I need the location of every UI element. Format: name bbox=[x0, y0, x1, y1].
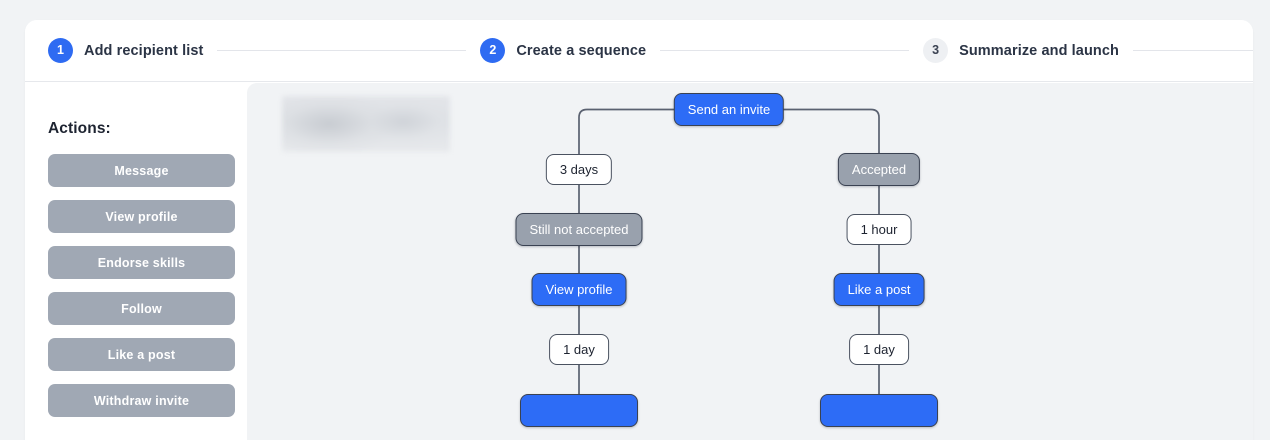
stepper-step-add-recipient-list[interactable]: 1 Add recipient list bbox=[48, 38, 203, 63]
stepper-connector-1 bbox=[217, 50, 467, 51]
edge-root-to-right-branch bbox=[780, 108, 880, 154]
flow-node-condition-accepted[interactable]: Accepted bbox=[837, 153, 921, 186]
flow-node-left-next-clipped[interactable] bbox=[520, 394, 638, 427]
action-button-follow[interactable]: Follow bbox=[48, 292, 235, 325]
step-label-1: Add recipient list bbox=[84, 42, 204, 59]
step-badge-2: 2 bbox=[480, 38, 506, 63]
flow-node-view-profile[interactable]: View profile bbox=[531, 273, 627, 306]
action-button-endorse-skills[interactable]: Endorse skills bbox=[48, 246, 235, 279]
flow-node-delay-1-hour[interactable]: 1 hour bbox=[846, 214, 912, 245]
sequence-canvas[interactable]: Send an invite 3 days Still not accepted… bbox=[247, 83, 1253, 440]
stepper-connector-2 bbox=[660, 50, 910, 51]
flow-node-condition-still-not-accepted[interactable]: Still not accepted bbox=[515, 213, 643, 246]
flow-node-delay-1-day-left[interactable]: 1 day bbox=[549, 334, 609, 365]
flow-node-like-a-post[interactable]: Like a post bbox=[833, 273, 925, 306]
flow-node-send-an-invite[interactable]: Send an invite bbox=[673, 93, 785, 126]
action-button-like-a-post[interactable]: Like a post bbox=[48, 338, 235, 371]
sequence-flow-graph: Send an invite 3 days Still not accepted… bbox=[247, 83, 1253, 440]
action-button-withdraw-invite[interactable]: Withdraw invite bbox=[48, 384, 235, 417]
flow-node-delay-1-day-right[interactable]: 1 day bbox=[849, 334, 909, 365]
flow-node-delay-3-days[interactable]: 3 days bbox=[545, 154, 613, 185]
step-label-3: Summarize and launch bbox=[959, 42, 1120, 59]
blurred-placeholder-block bbox=[282, 96, 450, 152]
stepper-step-summarize-and-launch[interactable]: 3 Summarize and launch bbox=[923, 38, 1119, 63]
step-label-2: Create a sequence bbox=[516, 42, 647, 59]
workflow-body: Actions: Message View profile Endorse sk… bbox=[25, 83, 1253, 440]
actions-title: Actions: bbox=[48, 120, 111, 137]
stepper-step-create-a-sequence[interactable]: 2 Create a sequence bbox=[480, 38, 646, 63]
stepper-header: 1 Add recipient list 2 Create a sequence… bbox=[25, 20, 1253, 82]
step-badge-1: 1 bbox=[48, 38, 73, 63]
step-badge-3: 3 bbox=[923, 38, 949, 63]
workflow-card: 1 Add recipient list 2 Create a sequence… bbox=[25, 20, 1253, 440]
action-button-message[interactable]: Message bbox=[48, 154, 235, 187]
edge-root-to-left-branch bbox=[578, 108, 678, 155]
stepper-connector-3 bbox=[1133, 50, 1253, 51]
flow-edges bbox=[578, 108, 880, 395]
action-button-view-profile[interactable]: View profile bbox=[48, 200, 235, 233]
flow-node-right-next-clipped[interactable] bbox=[820, 394, 938, 427]
actions-sidebar: Actions: Message View profile Endorse sk… bbox=[25, 83, 247, 440]
